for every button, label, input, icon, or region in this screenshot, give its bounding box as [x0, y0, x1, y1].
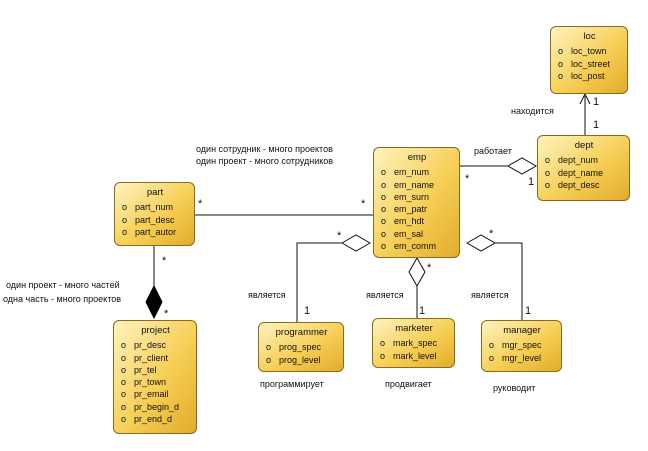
label-emp-proj-1: один сотрудник - много проектов — [196, 144, 333, 154]
class-name: loc — [583, 31, 596, 42]
mult-emp-part-many: * — [361, 198, 366, 210]
class-name: project — [141, 325, 170, 336]
label-proj-part-2: одна часть - много проектов — [3, 294, 122, 304]
class-name: programmer — [275, 327, 328, 338]
mult-loc-1: 1 — [593, 96, 600, 108]
mult-emp-mgr-many: * — [489, 228, 494, 240]
label-proj-part-1: один проект - много частей — [6, 280, 120, 290]
mult-prog-1: 1 — [304, 305, 311, 317]
mult-mgr-1: 1 — [525, 305, 532, 317]
label-manages: руководит — [493, 383, 536, 393]
class-name: dept — [574, 140, 594, 151]
label-programs: программирует — [260, 379, 324, 389]
label-is-a-marketer: является — [366, 290, 404, 300]
class-name: emp — [407, 152, 427, 163]
mult-dept-emp-1: 1 — [528, 176, 535, 188]
mult-dept-1: 1 — [593, 119, 600, 131]
mult-emp-prog-many: * — [337, 230, 342, 242]
label-emp-proj-2: один проект - много сотрудников — [196, 156, 334, 166]
mult-emp-dept-many: * — [465, 173, 470, 185]
label-promotes: продвигает — [385, 379, 432, 389]
class-name: marketer — [395, 323, 433, 334]
class-name: manager — [503, 325, 541, 336]
label-is-a-manager: является — [471, 290, 509, 300]
mult-emp-mark-many: * — [427, 262, 432, 274]
mult-part-emp-many: * — [198, 198, 203, 210]
label-is-a-programmer: является — [248, 290, 286, 300]
mult-mark-1: 1 — [419, 305, 426, 317]
mult-proj-part-many: * — [164, 308, 169, 320]
mult-part-proj-many: * — [162, 255, 167, 267]
class-name: part — [146, 187, 164, 198]
label-works: работает — [474, 146, 512, 156]
composition-diamond — [145, 284, 163, 320]
label-located: находится — [511, 106, 554, 116]
